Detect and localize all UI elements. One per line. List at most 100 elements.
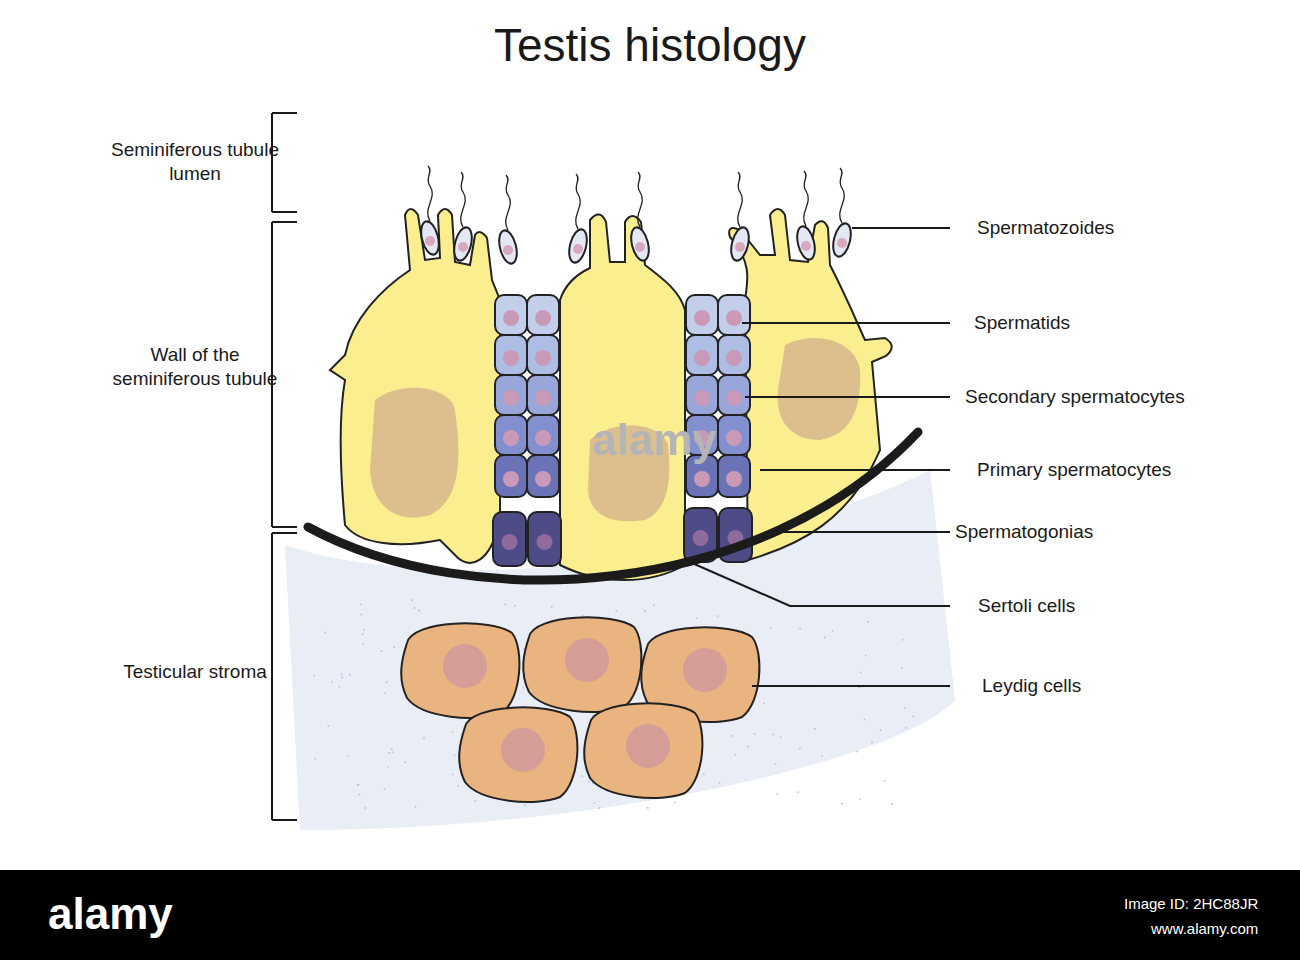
stroma-dot	[452, 774, 454, 776]
germ-cell	[527, 455, 559, 497]
germ-cells	[493, 295, 752, 566]
stroma-dot	[599, 807, 601, 809]
stroma-dot	[358, 784, 360, 786]
stroma-texture	[313, 599, 914, 809]
leydig-nucleus	[501, 728, 545, 772]
leydig-cell	[459, 707, 577, 802]
sperm-head	[496, 229, 520, 266]
germ-nucleus	[503, 350, 519, 366]
stroma-dot	[423, 737, 425, 739]
germ-cell	[527, 415, 559, 455]
stroma-dot	[731, 735, 733, 737]
stroma-dot	[775, 763, 777, 765]
stroma-dot	[392, 751, 394, 753]
stroma-dot	[860, 671, 862, 673]
germ-cell	[527, 335, 559, 375]
stroma-dot	[814, 728, 816, 730]
stroma-dot	[384, 692, 386, 694]
germ-cell	[718, 455, 750, 497]
germ-cell	[686, 295, 718, 335]
germ-cell	[527, 295, 559, 335]
leydig-nucleus	[565, 638, 609, 682]
section-label: Wall of the seminiferous tubule	[110, 343, 280, 391]
stroma-dot	[748, 746, 750, 748]
sperm-nucleus	[837, 238, 847, 248]
sperm-tail	[804, 171, 809, 226]
stroma-dot	[384, 788, 386, 790]
diagram-title: Testis histology	[494, 18, 806, 72]
stroma-dot	[588, 781, 590, 783]
structure-label: Spermatozoides	[977, 216, 1114, 240]
germ-cell	[686, 335, 718, 375]
structure-label: Secondary spermatocytes	[965, 385, 1185, 409]
germ-cell	[493, 512, 526, 566]
stroma-dot	[339, 686, 341, 688]
stroma-dot	[901, 667, 903, 669]
germ-cell	[495, 335, 527, 375]
stroma-dot	[314, 758, 316, 760]
stroma-dot	[871, 742, 873, 744]
stroma-dot	[452, 731, 454, 733]
stroma-dot	[360, 604, 362, 606]
germ-nucleus	[503, 310, 519, 326]
germ-nucleus	[535, 390, 551, 406]
germ-cell	[495, 375, 527, 415]
stroma-dot	[703, 773, 705, 775]
stroma-dot	[551, 606, 553, 608]
germ-nucleus	[535, 350, 551, 366]
germ-nucleus	[694, 471, 710, 487]
germ-nucleus	[502, 534, 518, 550]
stroma-dot	[381, 650, 383, 652]
stroma-dot	[864, 719, 866, 721]
leydig-cells	[401, 617, 759, 802]
stroma-dot	[653, 604, 655, 606]
leydig-nucleus	[626, 724, 670, 768]
source-url: www.alamy.com	[1151, 920, 1258, 937]
stroma-dot	[388, 752, 390, 754]
stroma-dot	[777, 793, 779, 795]
stroma-dot	[799, 628, 801, 630]
sperm-tail	[638, 172, 643, 227]
sperm-tail	[738, 172, 743, 227]
stroma-dot	[902, 639, 904, 641]
stroma-dot	[524, 804, 526, 806]
structure-label: Leydig cells	[982, 674, 1081, 698]
stroma-dot	[457, 785, 459, 787]
leydig-cell	[401, 623, 519, 718]
watermark-logo: alamy	[48, 889, 173, 939]
germ-nucleus	[726, 350, 742, 366]
sperm-head	[728, 226, 752, 263]
germ-cell	[495, 295, 527, 335]
germ-nucleus	[535, 310, 551, 326]
stroma-dot	[717, 615, 719, 617]
structure-label: Spermatids	[974, 311, 1070, 335]
germ-nucleus	[503, 471, 519, 487]
stroma-dot	[884, 780, 886, 782]
stroma-dot	[799, 748, 801, 750]
stroma-dot	[363, 629, 365, 631]
sperm-nucleus	[635, 242, 645, 252]
stroma-dot	[391, 748, 393, 750]
sperm-tail	[576, 174, 581, 229]
stroma-dot	[593, 802, 595, 804]
sperm-head	[830, 222, 854, 259]
stroma-dot	[327, 725, 329, 727]
stroma-dot	[386, 681, 388, 683]
stroma-dot	[905, 727, 907, 729]
stroma-dot	[734, 754, 736, 756]
stroma-dot	[581, 775, 583, 777]
germ-cell	[718, 335, 750, 375]
germ-nucleus	[535, 471, 551, 487]
leader-lines	[692, 228, 950, 686]
stroma-dot	[780, 736, 782, 738]
stroma-dot	[363, 643, 365, 645]
sertoli-nuclei	[370, 338, 860, 521]
stroma-dot	[891, 803, 893, 805]
stroma-dot	[523, 687, 525, 689]
structure-label: Primary spermatocytes	[977, 458, 1171, 482]
sperm-head	[451, 226, 475, 263]
germ-nucleus	[694, 310, 710, 326]
germ-nucleus	[535, 430, 551, 446]
stroma-dot	[362, 633, 364, 635]
stroma-dot	[404, 761, 406, 763]
